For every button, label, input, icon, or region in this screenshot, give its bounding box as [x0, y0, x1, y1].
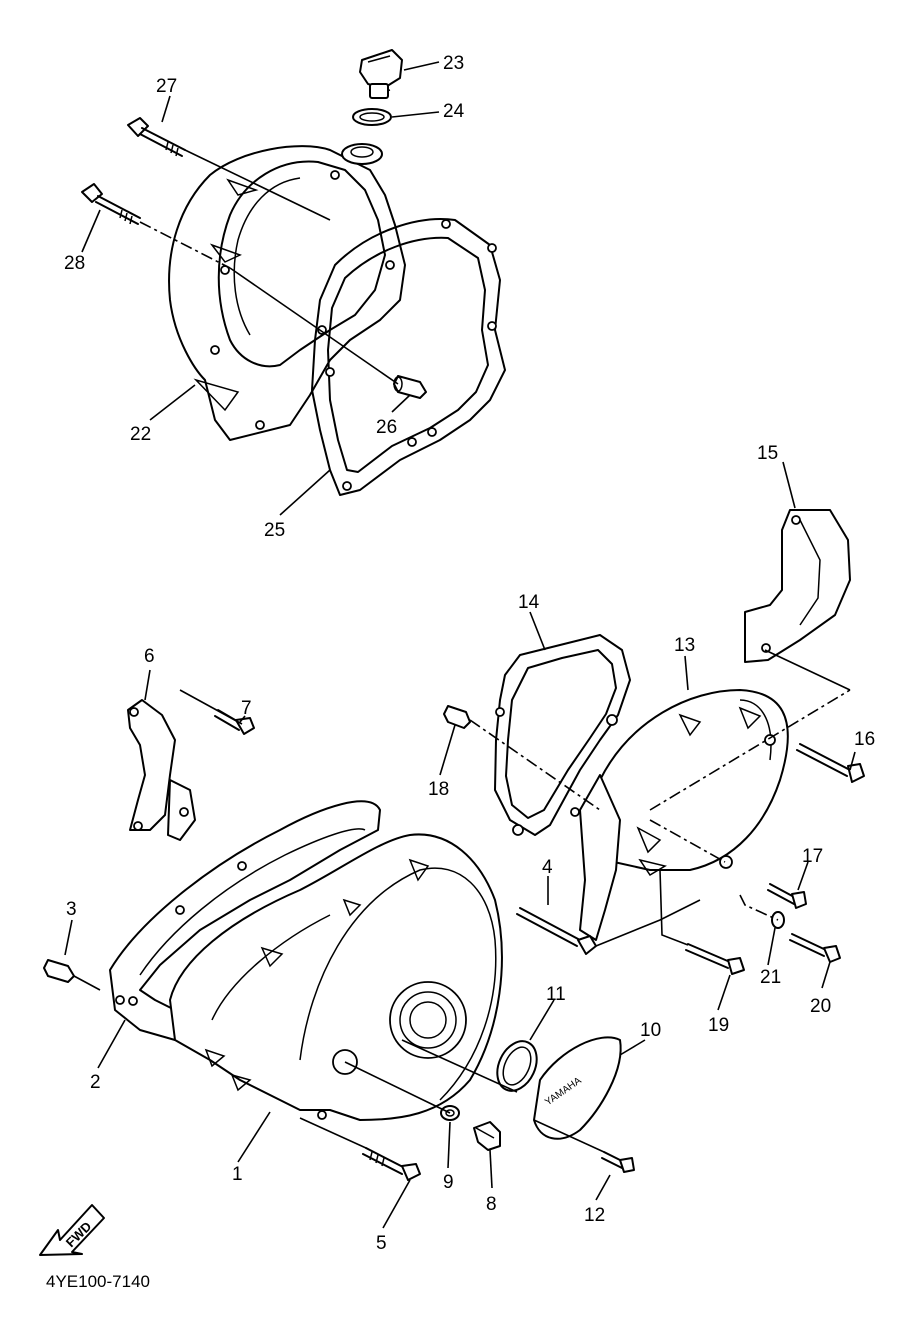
part-18-dowel	[443, 705, 471, 729]
callout-15: 15	[757, 443, 778, 464]
diagram-code: 4YE100-7140	[46, 1272, 150, 1291]
part-23-oil-filler-cap	[359, 49, 403, 99]
part-20-bolt	[789, 933, 841, 963]
callout-leaders	[64, 61, 856, 1229]
callout-12: 12	[584, 1205, 605, 1226]
callout-6: 6	[144, 646, 155, 667]
part-5-bolt	[362, 1147, 421, 1181]
callout-28: 28	[64, 253, 85, 274]
callout-23: 23	[443, 53, 464, 74]
callout-labels: 1 2 3 4 5 6 7 8 9 10 11 12 13 14 15 16 1…	[64, 53, 875, 1254]
callout-5: 5	[376, 1233, 387, 1254]
callout-19: 19	[708, 1015, 729, 1036]
part-27-bolt	[127, 117, 186, 157]
callout-20: 20	[810, 996, 831, 1017]
assembly-lines	[73, 149, 851, 1153]
callout-25: 25	[264, 520, 285, 541]
part-17-bolt	[767, 883, 807, 909]
part-10-cap: YAMAHA	[533, 1036, 622, 1140]
part-15-cover-bracket	[744, 509, 851, 663]
callout-9: 9	[443, 1172, 454, 1193]
part-19-bolt	[685, 943, 745, 975]
callout-13: 13	[674, 635, 695, 656]
part-28-bolt	[81, 183, 141, 225]
callout-10: 10	[640, 1020, 661, 1041]
part-6-bracket	[127, 699, 196, 841]
callout-1: 1	[232, 1164, 243, 1185]
callout-17: 17	[802, 846, 823, 867]
part-2-gasket	[109, 800, 381, 1041]
callout-18: 18	[428, 779, 449, 800]
callout-8: 8	[486, 1194, 497, 1215]
forward-direction-arrow: FWD	[39, 1204, 105, 1256]
part-12-screw	[601, 1151, 635, 1173]
callout-3: 3	[66, 899, 77, 920]
part-22-crankcase-cover	[168, 143, 406, 441]
part-11-o-ring	[496, 1040, 538, 1092]
part-14-gasket	[494, 634, 631, 836]
callout-21: 21	[760, 967, 781, 988]
part-24-o-ring	[352, 108, 392, 126]
callout-2: 2	[90, 1072, 101, 1093]
part-3-dowel	[43, 959, 75, 983]
callout-11: 11	[546, 984, 566, 1005]
part-25-gasket	[311, 218, 506, 496]
callout-22: 22	[130, 424, 151, 445]
callout-24: 24	[443, 101, 465, 122]
callout-4: 4	[542, 857, 553, 878]
callout-14: 14	[518, 592, 540, 613]
part-16-bolt	[796, 743, 865, 783]
part-1-crankcase-cover	[169, 833, 503, 1121]
callout-26: 26	[376, 417, 397, 438]
part-8-plug	[473, 1121, 501, 1151]
part-13-side-cover	[579, 689, 789, 941]
part-26-dowel-pin	[393, 375, 427, 399]
callout-16: 16	[854, 729, 875, 750]
callout-27: 27	[156, 76, 177, 97]
callout-7: 7	[241, 698, 252, 719]
